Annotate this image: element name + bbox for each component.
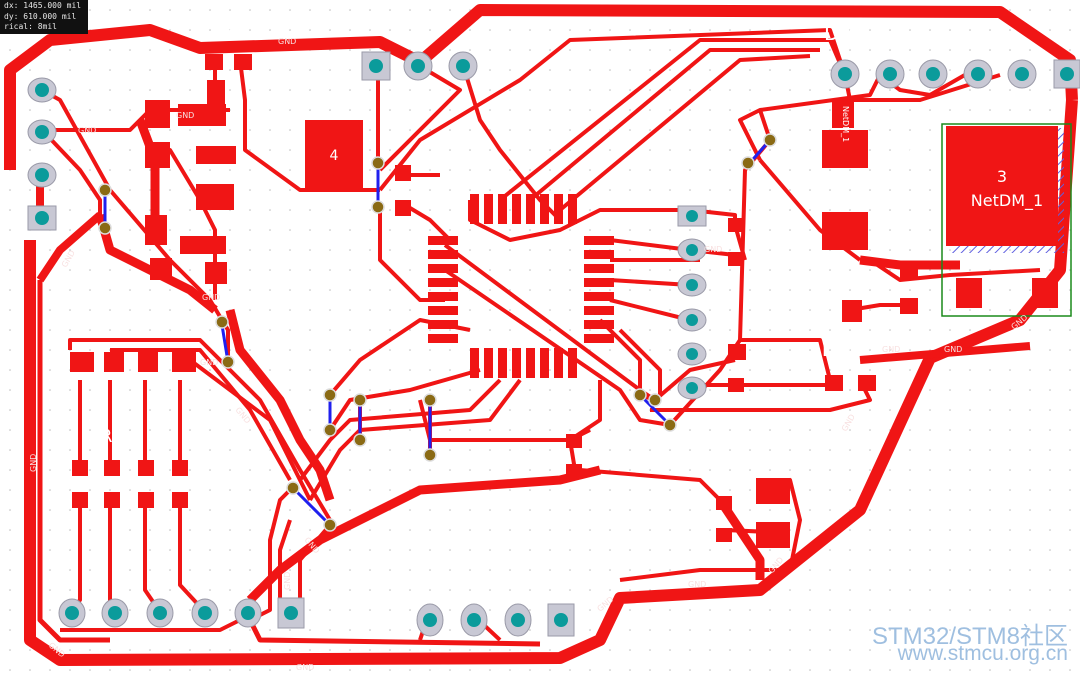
dy-value: 610.000 mil (23, 11, 77, 21)
ref-ps: PS (352, 9, 377, 33)
pad-4 (305, 120, 363, 188)
watermark-url: www.stmcu.org.cn (897, 642, 1068, 665)
gnd-outline (4, 4, 1078, 666)
pad-4-number: 4 (330, 148, 339, 164)
ref-p-2: P (52, 564, 63, 585)
dx-label: dx: (4, 1, 19, 10)
gnd-label: GND (882, 345, 900, 354)
through-hole-pads (27, 51, 1080, 637)
gnd-label: GND (202, 293, 220, 302)
ref-dm-2: DM (822, 340, 851, 361)
gnd-label: GND (200, 358, 218, 367)
gnd-label: GND (78, 126, 96, 135)
ref-dm: DM (824, 21, 857, 45)
watermark-title: STM32/STM8社区 (871, 623, 1068, 650)
gnd-label: GND (29, 454, 38, 472)
ic-fingers (428, 194, 614, 378)
power-traces (95, 118, 960, 604)
dy-label: dy: (4, 11, 19, 21)
ref-c103: C103 (195, 13, 247, 37)
gnd-label: GND (296, 663, 314, 672)
smd-pads (70, 54, 1058, 548)
gnd-label: GND (704, 245, 722, 254)
gnd-label: GND (278, 37, 296, 46)
pad-3-net: NetDM_1 (971, 191, 1043, 211)
vias (98, 133, 777, 532)
gnd-label: GND (283, 572, 292, 590)
highlighted-pad-3[interactable] (941, 123, 1072, 317)
gnd-label: GND (688, 580, 706, 589)
gnd-label: GND (176, 111, 194, 120)
gnd-label: GND (944, 345, 962, 354)
ref-p-1: P (52, 520, 63, 541)
measure-readout: dx: 1465.000 mil dy: 610.000 mil rical: … (0, 0, 88, 34)
rule-clearance: rical: 8mil (4, 22, 57, 31)
net-label-netdm: NetDM_1 (886, 149, 927, 159)
net-label-netdm-vertical: NetDM_1 (841, 106, 850, 142)
dx-value: 1465.000 mil (23, 1, 82, 10)
ref-r: R (100, 426, 113, 447)
pad-3-number: 3 (997, 167, 1007, 186)
